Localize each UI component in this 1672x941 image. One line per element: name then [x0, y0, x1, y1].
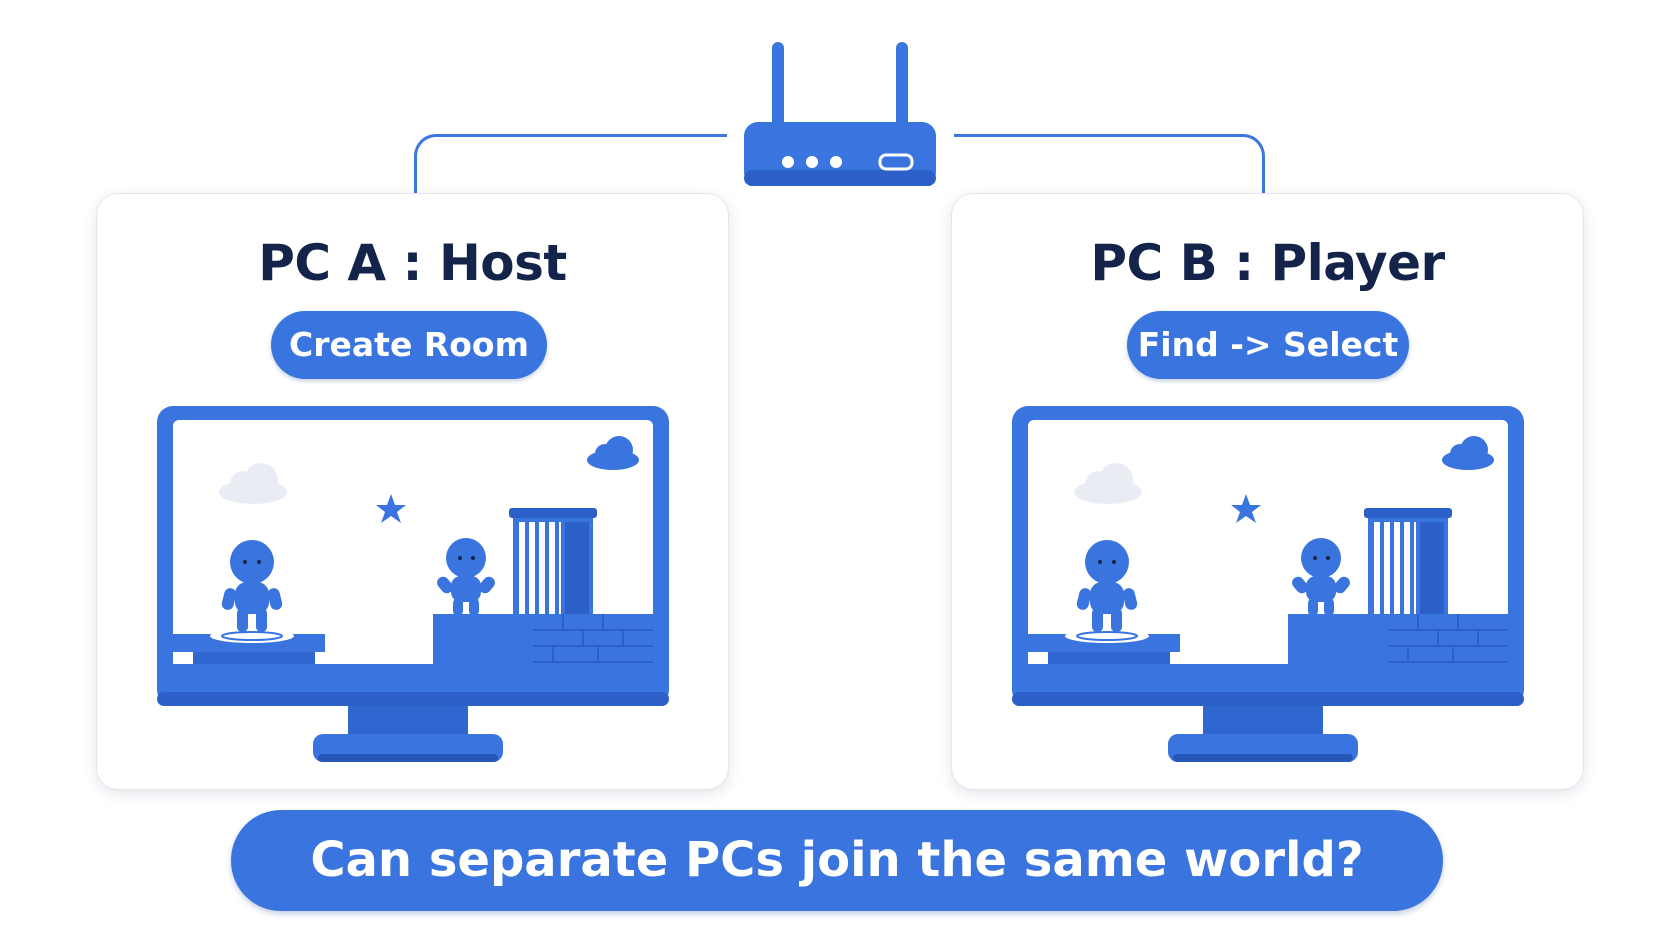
- question-banner: Can separate PCs join the same world?: [231, 810, 1443, 911]
- game-scene-monitor-icon: [156, 405, 670, 763]
- panel-title: PC B : Player: [1090, 234, 1445, 292]
- game-scene-monitor-icon: [1011, 405, 1525, 763]
- create-room-button[interactable]: Create Room: [271, 311, 547, 379]
- panel-title: PC A : Host: [258, 234, 567, 292]
- left-network-cable: [414, 134, 727, 197]
- panel-pc-b: PC B : Player Find -> Select: [951, 193, 1584, 790]
- router-icon: [744, 42, 936, 186]
- right-network-cable: [954, 134, 1265, 197]
- panel-pc-a: PC A : Host Create Room: [96, 193, 729, 790]
- find-select-button[interactable]: Find -> Select: [1127, 311, 1409, 379]
